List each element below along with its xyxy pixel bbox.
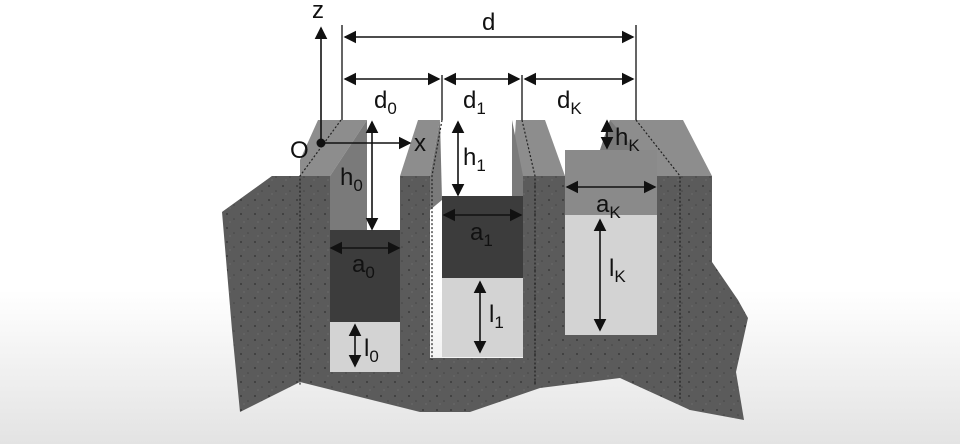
origin-label: O [290, 137, 309, 164]
label-aK: aK [596, 191, 621, 222]
label-h0: h0 [340, 164, 363, 195]
z-axis-label: z [312, 0, 324, 24]
label-lK: lK [609, 255, 626, 286]
dotted-guides [299, 119, 681, 400]
origin-dot [316, 138, 326, 148]
label-h1: h1 [463, 144, 486, 175]
label-a1: a1 [470, 219, 493, 250]
opening-l1 [442, 278, 523, 357]
label-a0: a0 [352, 251, 375, 282]
concrete-front-face [222, 176, 748, 420]
label-d: d [482, 9, 495, 36]
label-l1: l1 [489, 301, 504, 332]
label-d1: d1 [463, 87, 486, 118]
label-l0: l0 [364, 335, 379, 366]
label-d0: d0 [374, 87, 397, 118]
extension-lines [341, 25, 637, 120]
opening-lK [565, 215, 657, 335]
opening-l0 [330, 322, 400, 372]
dimension-arrows [329, 30, 657, 368]
x-axis-label: x [414, 130, 426, 157]
label-hK: hK [615, 124, 640, 155]
label-dK: dK [557, 87, 582, 118]
